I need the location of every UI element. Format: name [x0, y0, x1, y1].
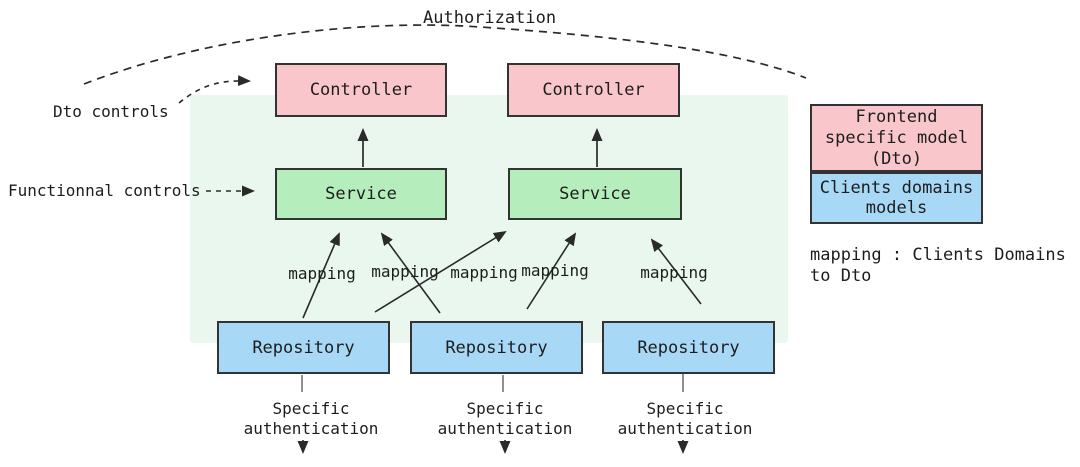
controller-label-2: Controller — [542, 80, 645, 100]
legend-clients-models-box: Clients domains models — [810, 172, 983, 224]
mapping-label-4: mapping — [521, 261, 589, 280]
repo2-auth-note: Specific authentication — [437, 399, 573, 438]
repo1-to-service1-mapping-arrow — [302, 232, 340, 319]
legend-frontend-model-box: Frontend specific model (Dto) — [810, 104, 983, 172]
dto-controls-label: Dto controls — [53, 102, 169, 121]
authorization-arc — [83, 24, 807, 85]
service-label-2: Service — [559, 184, 631, 204]
repo3-auth-note: Specific authentication — [617, 399, 753, 438]
repo1-auth-note: Specific authentication — [243, 399, 379, 438]
legend-mapping-note: mapping : Clients Domains to Dto — [810, 245, 1066, 286]
functional-controls-label: Functionnal controls — [8, 181, 201, 200]
repository-label-1: Repository — [252, 337, 355, 358]
legend-clients-models-label: Clients domains models — [819, 178, 974, 218]
legend-frontend-model-label: Frontend specific model (Dto) — [824, 106, 969, 169]
dto-controls-arrow — [178, 75, 251, 104]
authorization-label: Authorization — [423, 8, 557, 28]
mapping-label-5: mapping — [640, 263, 708, 282]
controller-box-1: Controller — [275, 63, 447, 117]
mapping-label-1: mapping — [288, 264, 356, 283]
service-box-2: Service — [508, 168, 682, 220]
mapping-label-3: mapping — [450, 263, 518, 282]
repo1-to-service2-mapping-arrow — [374, 230, 507, 313]
repository-box-2: Repository — [410, 321, 583, 374]
service-box-1: Service — [275, 168, 447, 220]
service-label-1: Service — [325, 184, 397, 204]
repository-box-3: Repository — [602, 321, 775, 374]
mapping-label-2: mapping — [371, 262, 439, 281]
repository-label-2: Repository — [445, 337, 548, 358]
controller-box-2: Controller — [507, 63, 680, 117]
controller-label-1: Controller — [309, 80, 413, 100]
repo3-to-service2-mapping-arrow — [650, 238, 702, 305]
repo2-to-service1-mapping-arrow — [380, 232, 441, 314]
repository-label-3: Repository — [637, 337, 740, 358]
repo2-to-service2-mapping-arrow — [526, 232, 577, 310]
repository-box-1: Repository — [217, 321, 390, 374]
